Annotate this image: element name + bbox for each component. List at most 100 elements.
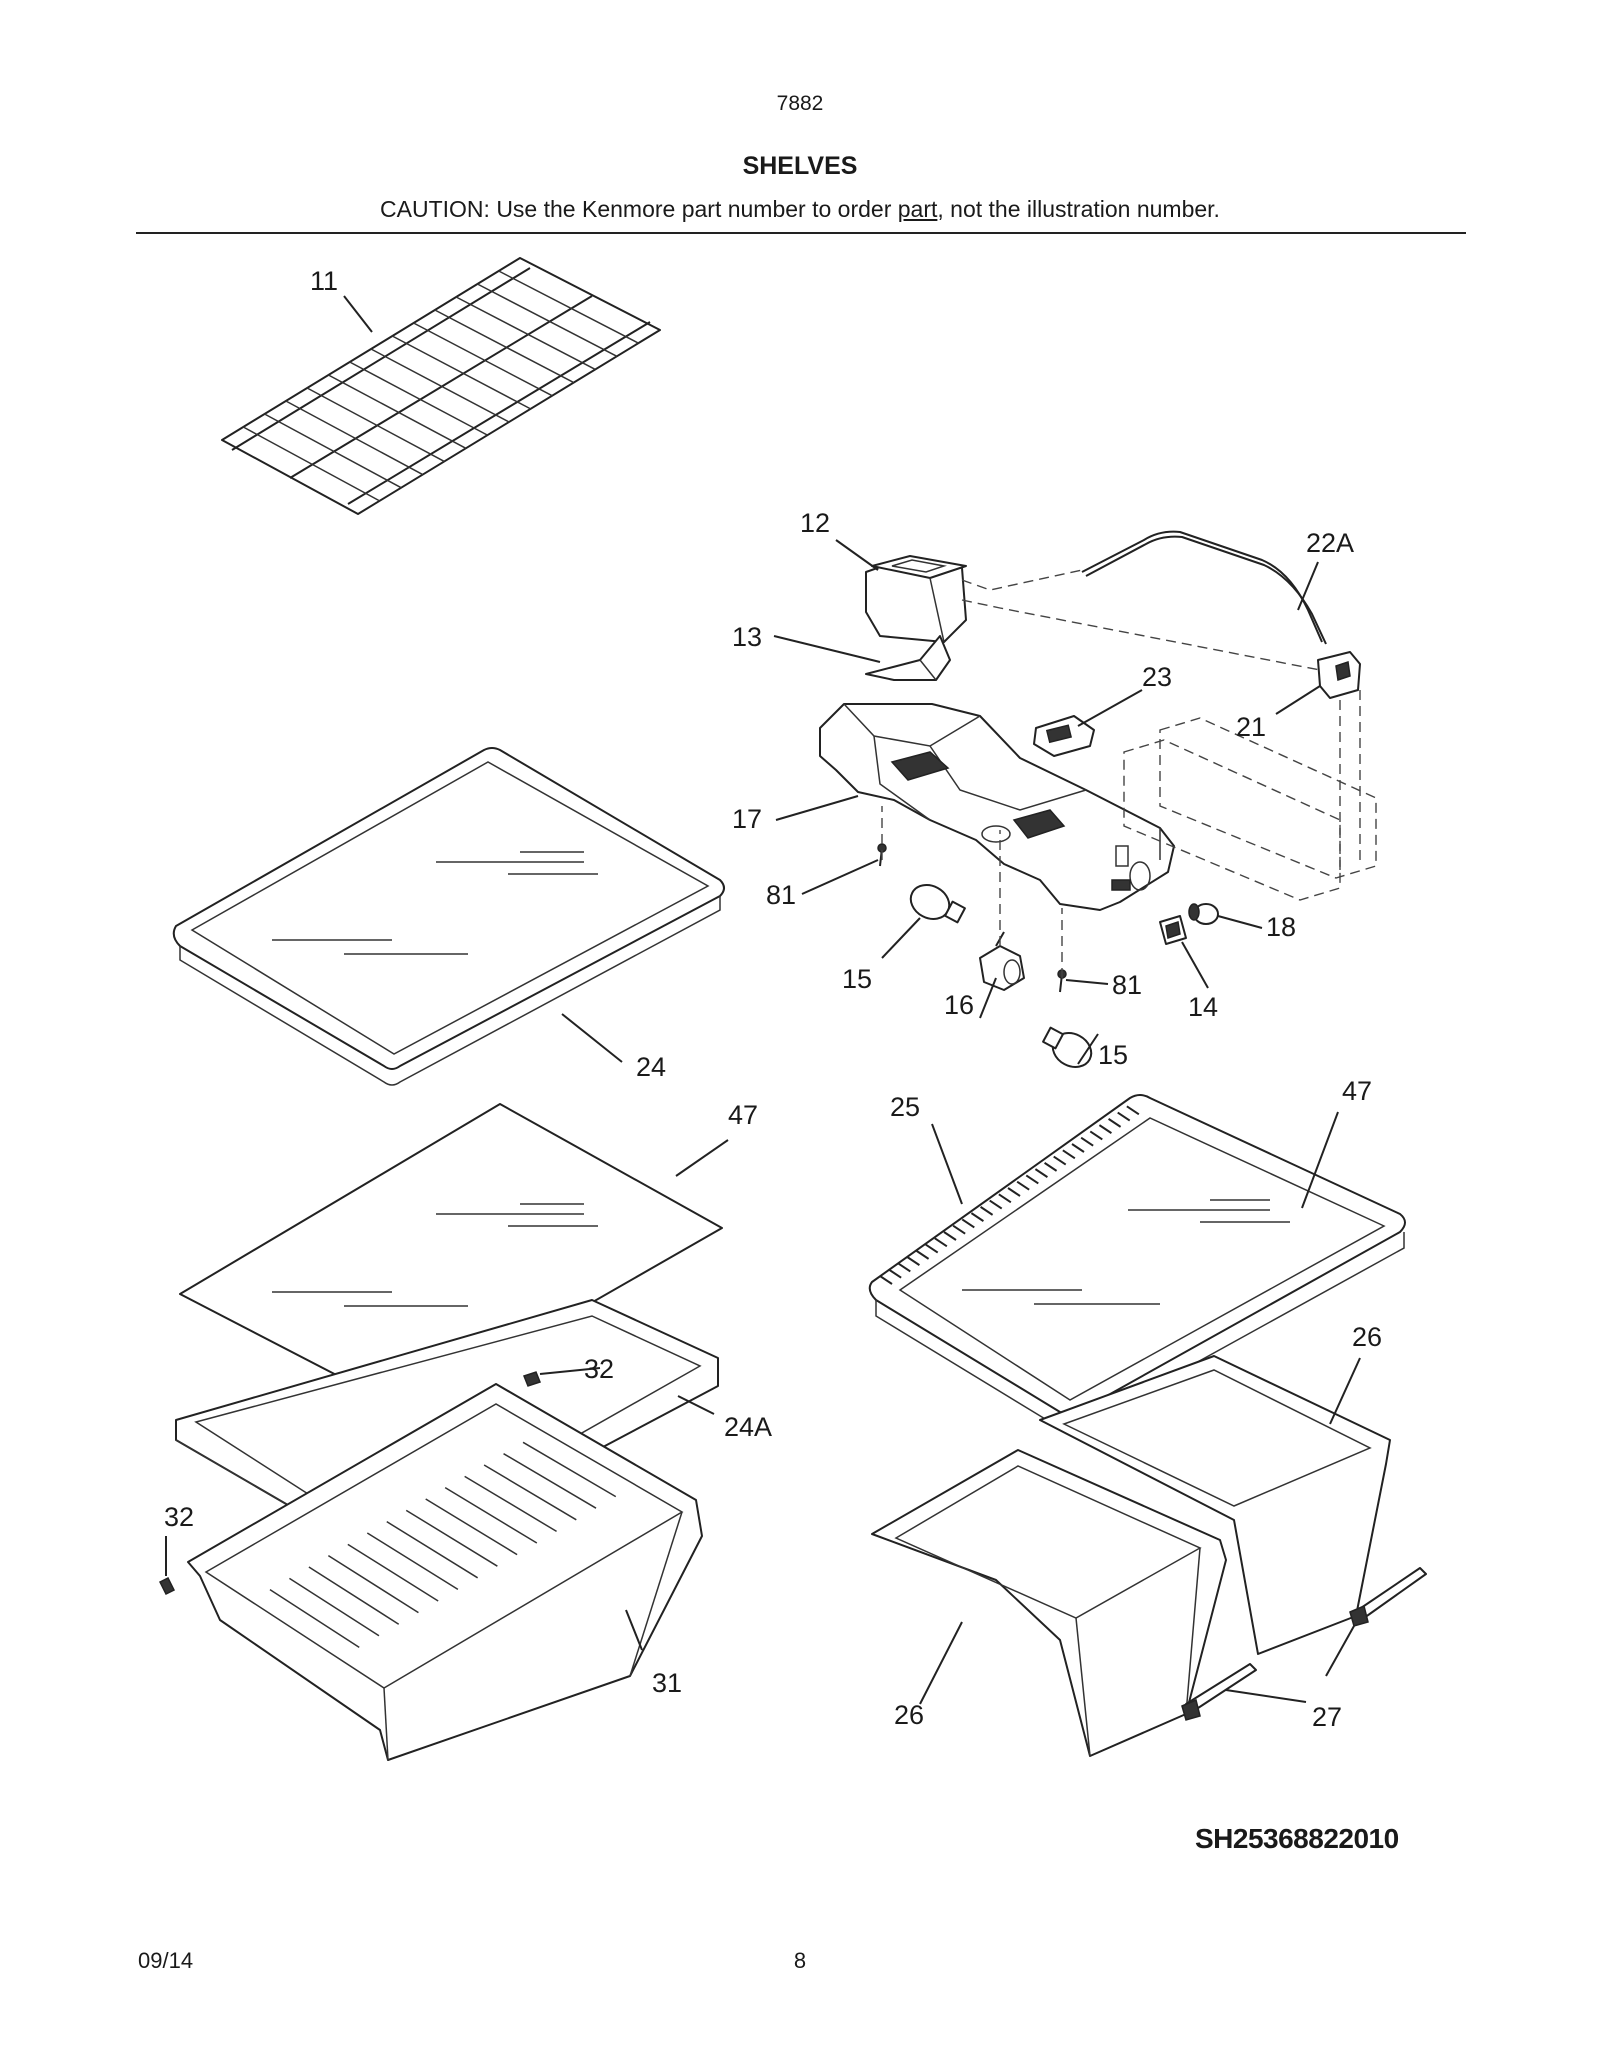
part-17-control-housing [819,703,1175,911]
part-13-damper-flap [865,635,951,681]
callout-81-lower: 81 [1112,970,1142,1000]
drawing-stroke [943,1231,957,1241]
header-rule [136,232,1466,234]
callout-14: 14 [1188,992,1218,1022]
drawing-stroke [391,335,531,410]
drawing-stroke [264,413,402,489]
drawing-stroke [405,1509,498,1567]
drawing-stroke [980,1206,994,1216]
drawing-stroke [1025,1174,1039,1185]
drawing-stroke [1034,1168,1048,1178]
drawing-stroke [444,1487,538,1544]
drawing-stroke [483,1464,577,1521]
callout-24: 24 [636,1052,666,1082]
callout-26-left: 26 [894,1700,924,1730]
caution-note: CAUTION: Use the Kenmore part number to … [0,196,1600,223]
drawing-stroke [477,283,618,357]
part-18-grommet [1188,903,1219,925]
part-47-glass-panel-left [179,1103,723,1411]
drawing-stroke [349,361,488,436]
callout-23: 23 [1142,662,1172,692]
drawing-stroke [503,1453,597,1509]
callout-47-left: 47 [728,1100,758,1130]
caution-underlined-word: part [897,196,938,222]
drawing-stroke [306,387,445,463]
drawing-stroke [522,1441,617,1498]
callout-leader-lines [165,295,1361,1705]
callout-81-upper: 81 [766,880,796,910]
callout-17: 17 [732,804,762,834]
caution-text-start: CAUTION: Use the Kenmore part number to … [380,196,898,222]
callout-32-upper: 32 [584,1354,614,1384]
model-number: 7882 [776,92,824,115]
callout-24a: 24A [724,1412,772,1442]
part-12-air-diffuser-cup [865,555,967,643]
callout-13: 13 [732,622,762,652]
drawing-stroke [1044,1162,1058,1172]
diagram-code: SH25368822010 [1195,1823,1399,1854]
drawing-stroke [961,1218,975,1229]
drawing-stroke [327,1555,419,1614]
callout-21: 21 [1236,712,1266,742]
drawing-stroke [347,1543,439,1602]
part-24-glass-shelf-assembly [172,747,725,1086]
drawing-stroke [897,1262,911,1273]
drawing-stroke [464,1475,557,1533]
drawing-stroke [925,1243,939,1254]
drawing-stroke [879,1275,893,1285]
section-title: SHELVES [742,152,858,180]
drawing-stroke [1007,1187,1021,1197]
drawing-stroke [425,1498,518,1556]
drawing-stroke [386,1521,479,1579]
drawing-stroke [328,374,467,449]
part-31-crisper-drawer [158,1383,703,1761]
callout-12: 12 [800,508,830,538]
drawing-stroke [289,1577,380,1637]
callout-32-lower: 32 [164,1502,194,1532]
glass-reflection-marks [272,851,598,955]
part-47-glass-panel-right [898,1117,1386,1401]
drawing-stroke [1108,1118,1122,1128]
drawing-stroke [1098,1124,1112,1134]
drawing-stroke [952,1224,966,1235]
drawing-stroke [1053,1155,1067,1166]
part-15-light-bulbs [909,884,1093,1068]
page-number: 8 [793,1948,807,1973]
drawing-stroke [269,1589,360,1649]
callout-27: 27 [1312,1702,1342,1732]
drawing-stroke [285,400,424,476]
drawing-stroke [934,1237,948,1248]
part-22a-wire-harness [1081,530,1327,645]
drawing-stroke [916,1250,930,1260]
callout-15-lower: 15 [1098,1040,1128,1070]
callout-16: 16 [944,990,974,1020]
callout-47-right: 47 [1342,1076,1372,1106]
callout-22a: 22A [1306,528,1354,558]
drawing-stroke [970,1212,984,1222]
part-26-drawers [871,1355,1391,1757]
drawing-stroke [455,296,596,371]
callout-26-right: 26 [1352,1322,1382,1352]
drawing-stroke [498,270,639,344]
drawing-stroke [989,1199,1003,1210]
drawing-stroke [1016,1180,1030,1191]
callout-18: 18 [1266,912,1296,942]
assembly-guide-lines [881,569,1377,978]
callout-11: 11 [310,266,338,296]
callout-numbers: 11 12 13 22A 23 21 17 81 18 15 16 81 14 … [164,266,1382,1732]
callout-25: 25 [890,1092,920,1122]
drawing-stroke [1071,1143,1085,1153]
callout-31: 31 [652,1668,682,1698]
drawing-stroke [413,322,553,397]
part-27-drawer-slides [1181,1567,1427,1721]
footer-date: 09/14 [138,1948,194,1973]
drawing-stroke [1117,1111,1131,1122]
part-11-wire-shelf [221,257,661,515]
drawing-stroke [1080,1136,1094,1147]
drawing-stroke [1089,1130,1103,1141]
drawing-stroke [906,1256,920,1266]
callout-15-upper: 15 [842,964,872,994]
drawing-stroke [1062,1149,1076,1160]
part-16-lamp-socket [979,931,1025,991]
